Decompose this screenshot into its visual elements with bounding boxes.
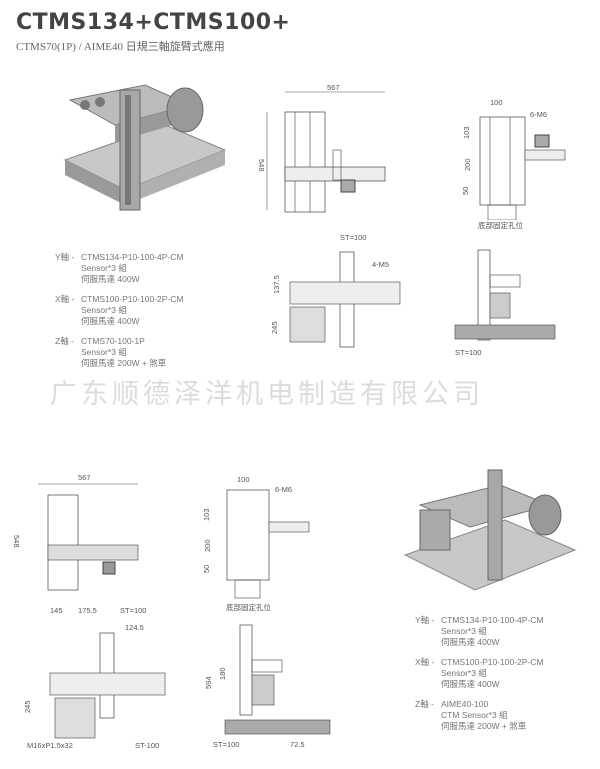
watermark: 广东顺德泽洋机电制造有限公司 xyxy=(50,379,484,410)
dims-d103-text: 103 xyxy=(462,126,471,139)
render-3d-top xyxy=(63,84,227,211)
dims-w567-text: 567 xyxy=(78,473,91,482)
page-subtitle: CTMS70(1P) / AIME40 日規三軸旋臂式應用 xyxy=(16,41,225,53)
dims-d72-text: 72.5 xyxy=(290,740,305,749)
dims-d245-text: 245 xyxy=(270,321,279,334)
spec_top-1-model-text: CTMS100-P10-100-2P-CM xyxy=(81,294,184,304)
dims-d245-text: 245 xyxy=(23,700,32,713)
dims-d594-text: 594 xyxy=(204,676,213,689)
spec_top-2-axis-text: Z軸 - xyxy=(55,336,74,346)
spec_bottom-1-sensor-text: Sensor*3 組 xyxy=(441,668,487,678)
dims-h548-text: 548 xyxy=(12,535,21,548)
dims-st100-text: ST=100 xyxy=(120,606,146,615)
dims-d175-text: 175.5 xyxy=(78,606,97,615)
caption-mount-holes-2: 底部固定孔位 xyxy=(226,603,271,612)
spec_top-0-axis-text: Y軸 - xyxy=(55,252,75,262)
spec_top-1-sensor-text: Sensor*3 組 xyxy=(81,305,127,315)
dims-d124-text: 124.5 xyxy=(125,623,144,632)
spec_top-2-sensor-text: Sensor*3 組 xyxy=(81,347,127,357)
dims-st100-text: ST=100 xyxy=(455,348,481,357)
spec_top-1-motor-text: 伺服馬達 400W xyxy=(81,316,140,326)
drawing-top-side: 100 6-M6 103 200 50 xyxy=(461,98,566,220)
dims-d50-text: 50 xyxy=(202,565,211,573)
caption-mount-holes: 底部固定孔位 xyxy=(478,221,523,230)
dims-d200-text: 200 xyxy=(203,539,212,552)
dims-d137-text: 137.5 xyxy=(272,275,281,294)
spec_top-1-axis-text: X軸 - xyxy=(55,294,75,304)
spec_bottom-2-sensor-text: CTM Sensor*3 組 xyxy=(441,710,508,720)
spec_bottom-1-motor-text: 伺服馬達 400W xyxy=(441,679,500,689)
dims-d145-text: 145 xyxy=(50,606,63,615)
dims-d103-text: 103 xyxy=(202,508,211,521)
dim-6m6: 6-M6 xyxy=(530,110,547,119)
dims-m6-text: 6-M6 xyxy=(275,485,292,494)
drawing-top-view: 567 548 xyxy=(257,83,386,213)
drawing-side-view: ST=100 xyxy=(454,249,556,357)
dim-567: 567 xyxy=(327,83,340,92)
dims-st100-text: ST=100 xyxy=(213,740,239,749)
dims-d180-text: 180 xyxy=(218,667,227,680)
dims-w100-text: 100 xyxy=(237,475,250,484)
render-3d-bottom xyxy=(403,469,577,591)
drawing-top-view-2: 567 548 xyxy=(12,473,139,591)
spec_bottom-0-sensor-text: Sensor*3 組 xyxy=(441,626,487,636)
spec_bottom-1-model-text: CTMS100-P10-100-2P-CM xyxy=(441,657,544,667)
dims-d50-text: 50 xyxy=(461,187,470,195)
dim-4m5: 4-M5 xyxy=(372,260,389,269)
spec_bottom-0-model-text: CTMS134-P10-100-4P-CM xyxy=(441,615,544,625)
dims-m16-text: M16xP1.5x32 xyxy=(27,741,73,750)
drawing-side-view-2: 594 180 ST=100 72.5 xyxy=(204,624,331,749)
spec_bottom-2-model-text: AIME40-100 xyxy=(441,699,489,709)
spec_top-0-motor-text: 伺服馬達 400W xyxy=(81,274,140,284)
dim-100: 100 xyxy=(490,98,503,107)
drawing-top-side-2: 100 6-M6 103 200 50 xyxy=(202,475,310,599)
drawing-front-view: ST=100 4-M5 137.5 245 xyxy=(270,233,401,348)
dim-st100: ST=100 xyxy=(340,233,366,242)
spec_bottom-1-axis-text: X軸 - xyxy=(415,657,435,667)
spec_bottom-2-axis-text: Z軸 - xyxy=(415,699,434,709)
spec_top-2-model-text: CTMS70-100-1P xyxy=(81,336,145,346)
spec_top-2-motor-text: 伺服馬達 200W + 煞車 xyxy=(81,358,167,368)
dim-548: 548 xyxy=(257,159,266,172)
dims-st100b-text: ST-100 xyxy=(135,741,159,750)
spec_bottom-0-motor-text: 伺服馬達 400W xyxy=(441,637,500,647)
spec_top-0-model-text: CTMS134-P10-100-4P-CM xyxy=(81,252,184,262)
drawing-front-view-2: 145 175.5 ST=100 124.5 245 M16xP1.5x32 S… xyxy=(23,606,166,750)
spec_top-0-sensor-text: Sensor*3 組 xyxy=(81,263,127,273)
dims-d200-text: 200 xyxy=(463,158,472,171)
spec_bottom-2-motor-text: 伺服馬達 200W + 煞車 xyxy=(441,721,527,731)
spec_bottom-0-axis-text: Y軸 - xyxy=(415,615,435,625)
page-title: CTMS134+CTMS100+ xyxy=(16,10,291,35)
